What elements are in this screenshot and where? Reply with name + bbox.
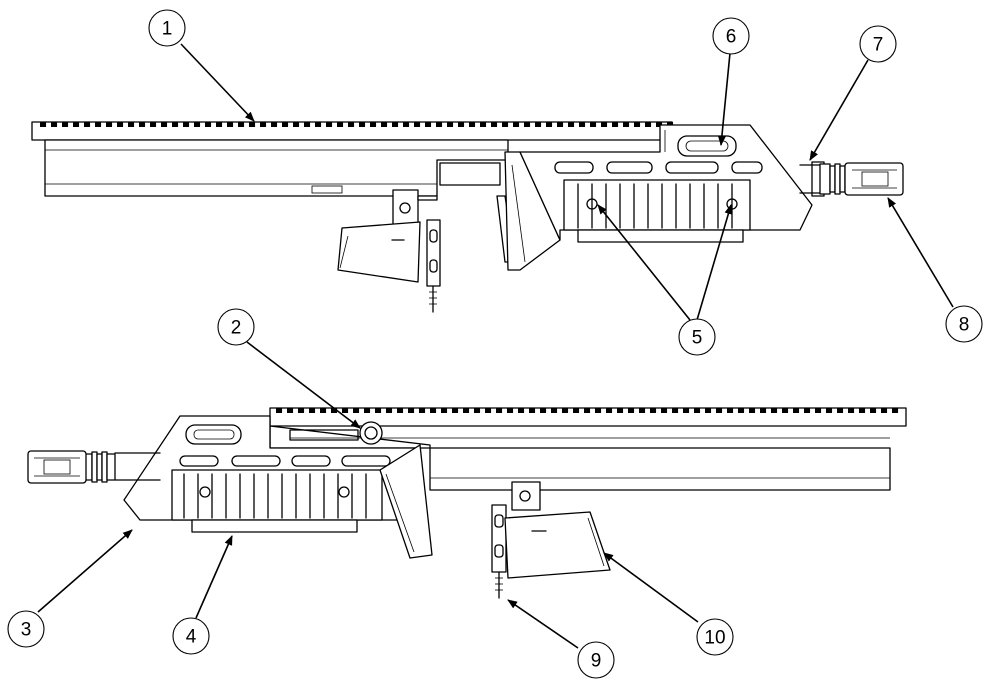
leader-3 — [37, 529, 133, 613]
callout-1-label: 1 — [162, 19, 173, 40]
top-receiver — [44, 139, 509, 197]
callout-leaders — [37, 43, 954, 649]
bottom-stock-plate — [504, 511, 611, 579]
bottom-flash-hider — [27, 450, 87, 484]
callout-5: 5 — [678, 318, 716, 356]
callout-8: 8 — [945, 305, 983, 343]
top-bottom-rail — [577, 229, 744, 243]
callout-5-label: 5 — [692, 328, 703, 349]
leader-10 — [603, 552, 699, 623]
callout-9: 9 — [577, 641, 615, 679]
bolt-knob — [359, 421, 383, 445]
callout-6: 6 — [712, 17, 750, 55]
callout-10-label: 10 — [704, 628, 725, 649]
top-flash-hider — [844, 162, 904, 196]
leader-8 — [887, 197, 954, 308]
callout-numbers: 1 2 3 4 5 6 7 8 — [7, 9, 983, 679]
leader-5a — [597, 204, 691, 321]
top-rail-teeth — [40, 122, 674, 127]
leader-7 — [809, 59, 869, 161]
callout-4: 4 — [172, 617, 210, 655]
top-front-wedge — [504, 151, 561, 271]
callout-10: 10 — [696, 618, 734, 656]
leader-2 — [246, 341, 361, 429]
bottom-rifle-view — [27, 407, 907, 599]
callout-1: 1 — [148, 9, 186, 47]
callout-2-label: 2 — [231, 318, 242, 339]
callout-4-label: 4 — [186, 627, 197, 648]
callout-3: 3 — [7, 610, 45, 648]
leader-1 — [180, 43, 255, 122]
callout-7-label: 7 — [873, 35, 884, 56]
top-rifle-view — [31, 121, 904, 313]
leader-9 — [507, 599, 579, 649]
leader-6 — [717, 52, 731, 146]
callout-2: 2 — [217, 308, 255, 346]
top-stock-plate — [337, 221, 421, 283]
callout-7: 7 — [859, 25, 897, 63]
callout-6-label: 6 — [726, 27, 737, 48]
bottom-side-rail — [171, 469, 383, 521]
leader-4 — [195, 535, 233, 619]
callout-9-label: 9 — [591, 651, 602, 672]
callout-8-label: 8 — [959, 315, 970, 336]
leader-5b — [696, 204, 733, 321]
bottom-lower-rail — [191, 519, 358, 533]
callout-3-label: 3 — [21, 620, 32, 641]
